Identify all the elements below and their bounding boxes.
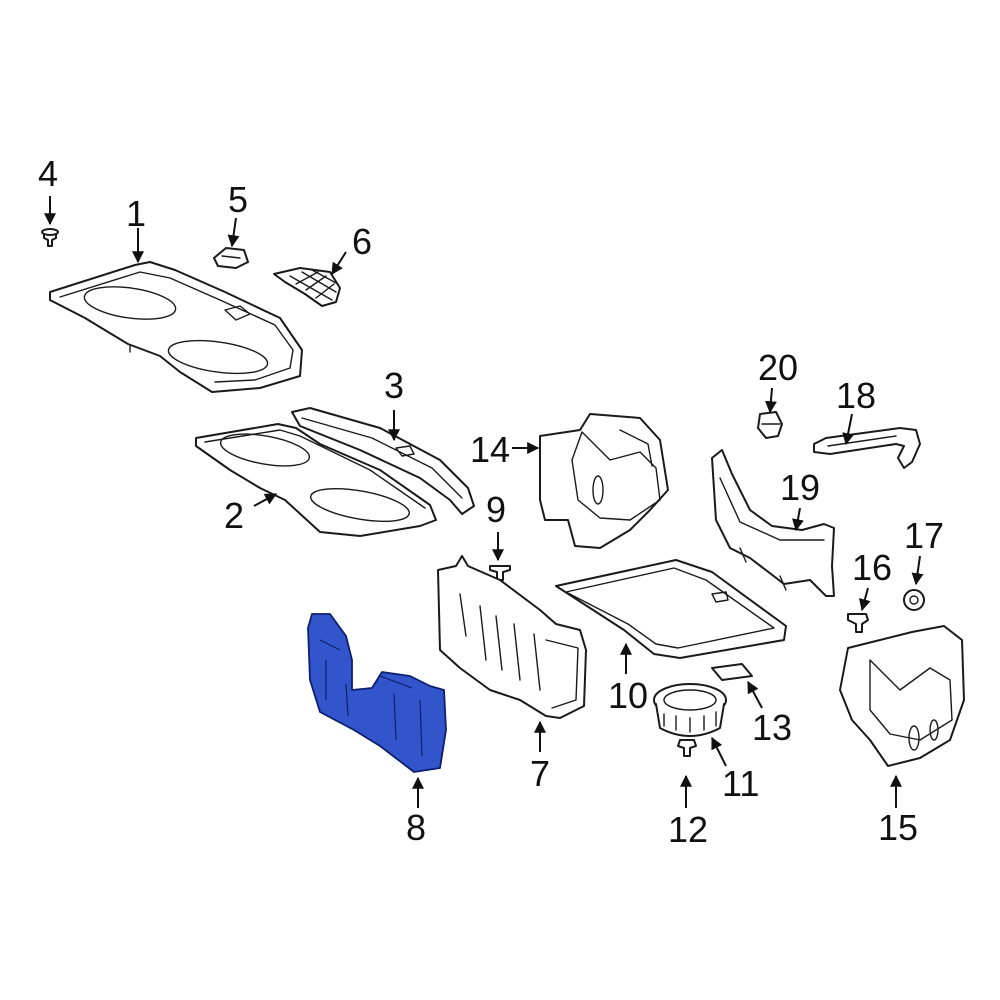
callout-16: 16 xyxy=(852,547,892,588)
part-6-mesh-cover[interactable] xyxy=(273,267,341,307)
part-4-pin[interactable] xyxy=(41,228,59,247)
part-11-ring[interactable] xyxy=(653,683,727,737)
part-1-package-tray[interactable] xyxy=(49,261,303,393)
part-18-bracket[interactable] xyxy=(813,427,921,469)
part-8-highlighted-panel[interactable] xyxy=(307,613,447,773)
callout-15: 15 xyxy=(878,807,918,848)
part-9-pin[interactable] xyxy=(489,565,511,581)
callout-14: 14 xyxy=(470,429,510,470)
callout-17: 17 xyxy=(904,515,944,556)
callout-7: 7 xyxy=(530,753,550,794)
part-20-clip[interactable] xyxy=(757,411,783,439)
callout-11: 11 xyxy=(722,763,759,804)
part-12-screw[interactable] xyxy=(677,739,697,757)
part-13-pad[interactable] xyxy=(711,663,753,681)
part-2-tray-panel[interactable] xyxy=(195,423,437,537)
callout-3: 3 xyxy=(384,365,404,406)
callout-12: 12 xyxy=(668,809,708,850)
callout-1: 1 xyxy=(126,193,146,234)
part-3-trim-strip[interactable] xyxy=(291,407,475,515)
callout-8: 8 xyxy=(406,807,426,848)
part-16-pin[interactable] xyxy=(847,613,869,633)
part-15-side-trim-right[interactable] xyxy=(839,625,965,767)
callout-2: 2 xyxy=(224,495,244,536)
callout-19: 19 xyxy=(780,467,820,508)
callout-9: 9 xyxy=(486,489,506,530)
callout-10: 10 xyxy=(608,675,648,716)
callout-6: 6 xyxy=(352,221,372,262)
leader-lines xyxy=(44,196,924,808)
callout-labels: 4 1 5 6 3 2 14 9 7 8 10 13 11 12 15 16 1… xyxy=(38,153,944,850)
part-17-nut[interactable] xyxy=(903,589,925,611)
callout-18: 18 xyxy=(836,375,876,416)
part-7-rear-panel[interactable] xyxy=(437,555,587,719)
part-5-clip[interactable] xyxy=(213,247,249,269)
part-10-floor-mat[interactable] xyxy=(555,559,787,659)
callout-13: 13 xyxy=(752,707,792,748)
callout-5: 5 xyxy=(228,179,248,220)
part-14-side-trim-left[interactable] xyxy=(539,413,669,549)
part-19-trim-bracket[interactable] xyxy=(711,449,835,597)
callout-4: 4 xyxy=(38,153,58,194)
callout-20: 20 xyxy=(758,347,798,388)
